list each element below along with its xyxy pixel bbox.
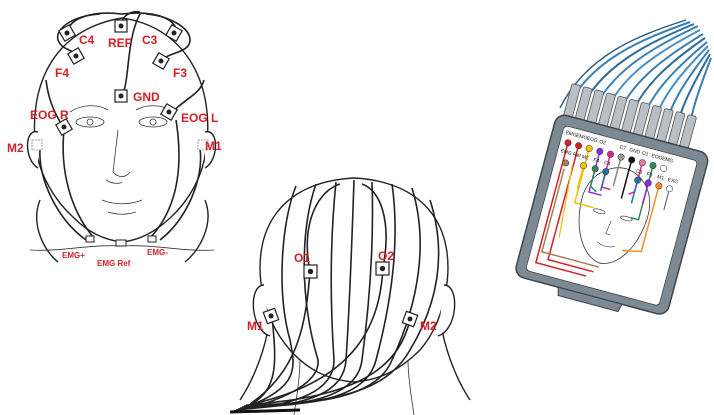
electrode-emg-minus [148, 236, 156, 242]
label-f3: F3 [173, 66, 187, 80]
label-c4: C4 [79, 33, 95, 47]
label-m2-back: M2 [420, 319, 437, 333]
label-o1: O1 [294, 251, 310, 265]
label-m2-front: M2 [7, 141, 24, 155]
electrode-o2 [376, 262, 389, 275]
label-ref: REF [108, 36, 132, 50]
label-emg-plus: EMG+ [62, 251, 85, 260]
label-gnd: GND [133, 90, 160, 104]
electrode-gnd [115, 90, 127, 102]
back-head-figure [240, 178, 470, 415]
label-emg-minus: EMG- [147, 248, 168, 257]
electrode-m2 [32, 140, 42, 150]
label-emg-ref: EMG Ref [97, 259, 131, 268]
front-head-figure [28, 18, 216, 262]
electrode-ref [115, 20, 127, 32]
label-o2: O2 [378, 249, 394, 263]
label-m1-back: M1 [247, 319, 264, 333]
label-c3: C3 [142, 33, 158, 47]
electrode-emg-plus [86, 236, 94, 242]
label-eog-l: EOG L [181, 111, 218, 125]
electrode-o1 [304, 265, 317, 278]
electrode-emg-ref [116, 240, 126, 246]
label-eog-r: EOG R [30, 108, 69, 122]
label-f4: F4 [55, 66, 69, 80]
label-m1-front: M1 [205, 139, 222, 153]
